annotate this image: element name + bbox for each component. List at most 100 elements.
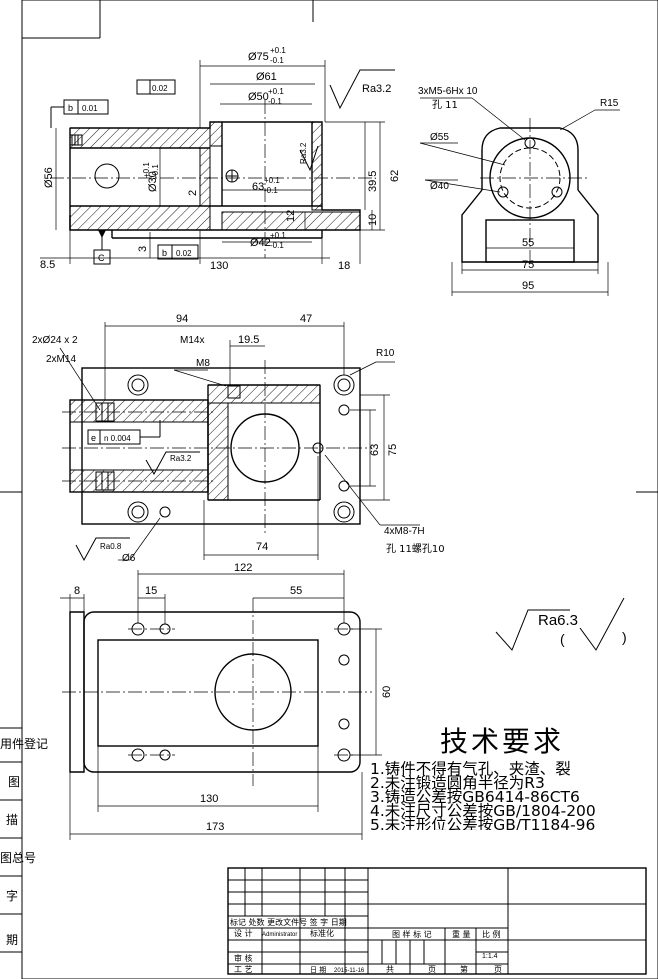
datum-c-label: C [98,253,105,263]
bottom-centre-lines [62,598,372,786]
dim-d63-tol-up: +0.1 [264,176,280,185]
tb-page2: 页 [494,965,502,974]
note-item: 5.未注形位公差按GB/T1184-96 [370,816,596,830]
dim-w130: 130 [210,260,228,272]
tb-scale-label: 比 例 [482,929,501,939]
front-tol-e-value: n 0.004 [104,434,131,443]
side-d40: Ø40 [430,181,449,192]
datum-triangle [98,230,106,238]
side-dimension-lines [419,97,620,296]
dim-d50-tol-up: +0.1 [268,87,284,96]
front-d195: 19.5 [238,334,259,346]
dim-h2: 2 [187,190,199,196]
note-item: 2.未注锻造圆角半径为R3 [370,774,545,792]
tol-b2-ref: b [162,248,167,258]
bottom-d130: 130 [200,793,218,805]
tb-date-label: 日 期 [310,966,326,974]
side-w55: 55 [522,237,534,249]
front-thread2-note: 4xM8-7H [384,526,425,537]
top-side-hole [94,163,239,189]
front-holes-note: 2xØ24 x 2 [32,335,78,346]
ra-inner: Ra3.2 [299,142,308,164]
front-d74: 74 [256,541,268,553]
dim-w18: 18 [338,260,350,272]
top-dimension-lines [40,60,385,264]
bottom-d8: 8 [74,585,80,597]
tb-page1: 页 [428,965,436,974]
surface-paren-close: ) [622,629,627,645]
side-label-5: 期 [6,933,19,947]
surface-finish-symbol [495,597,625,651]
dim-h10: 10 [367,214,379,226]
bottom-d55: 55 [290,585,302,597]
tb-marks: 图 样 标 记 [392,929,432,939]
title-block [227,867,647,975]
note-item: 4.未注尺寸公差按GB/1804-200 [370,802,596,820]
tb-designer: Administrator [262,932,297,938]
bottom-dimension-lines [60,570,382,840]
side-w75: 75 [522,259,534,271]
note-item: 1.铸件不得有气孔、夹渣、裂 [370,760,571,778]
dim-d75-tol-dn: -0.1 [270,56,284,65]
notes-list: 1.铸件不得有气孔、夹渣、裂 2.未注锻造圆角半径为R3 3.铸造公差按GB64… [370,760,596,830]
dim-d30-tol-dn: -0.1 [151,164,160,178]
tb-design: 设 计 [234,928,253,938]
front-section-view: 94 47 2xØ24 x 2 2xM14 M14x M8 19.5 R10 6… [32,313,445,564]
tol-b-ref: b [68,103,73,113]
dim-h62: 62 [389,170,401,182]
inner-roughness-symbol [299,145,319,172]
bottom-d15: 15 [145,585,157,597]
tb-total: 共 [386,965,394,974]
side-label-1: 图 [8,775,21,789]
side-view: 3xM5-6Hx 10 孔 11 R15 Ø55 Ø40 55 75 95 [418,86,620,296]
technical-requirements: 技术要求 1.铸件不得有气孔、夹渣、裂 2.未注锻造圆角半径为R3 3.铸造公差… [370,720,658,830]
side-thread-note: 3xM5-6Hx 10 [418,86,478,97]
note-item: 3.铸造公差按GB6414-86CT6 [370,788,580,806]
side-hole-note: 孔 11 [432,99,458,111]
side-w95: 95 [522,280,534,292]
dim-d56: Ø56 [43,167,55,188]
bottom-plan-view: 8 122 15 55 60 130 173 [60,562,393,840]
top-tolerance-frames [50,79,199,265]
front-h63: 63 [369,444,381,456]
top-hatched-sections [69,121,361,231]
front-dimension-lines [59,322,420,561]
dim-d30-tol-up: +0.1 [142,162,151,178]
side-label-2: 描 [6,813,19,827]
front-tol-e-ref: e [91,433,96,443]
dim-d61: Ø61 [256,71,277,83]
surface-paren-open: ( [560,631,565,647]
dim-d50-tol-dn: -0.1 [268,97,282,106]
dim-w85: 8.5 [40,259,55,271]
bottom-d60: 60 [381,686,393,698]
front-tolerance-frame [87,420,161,445]
side-label-strip [0,727,22,953]
side-label-0: 用件登记 [0,737,49,751]
tb-weight: 重 量 [452,929,471,939]
tol-b-value: 0.01 [82,104,98,113]
tb-row-header: 标记 处数 更改文件号 签 字 日期 [230,917,347,927]
top-left-plug [69,134,83,146]
front-r10: R10 [376,348,395,359]
dim-d50: Ø50 [248,91,269,103]
front-thread-note: 2xM14 [46,354,76,365]
dim-d75: Ø75 [248,51,269,63]
dim-d75-tol-up: +0.1 [270,46,286,55]
tb-standard: 标准化 [310,928,334,938]
tol-flat-value: 0.02 [152,84,168,93]
surface-ra: Ra6.3 [538,612,578,629]
dim-d42: Ø42 [250,237,271,249]
top-section-view: Ø75 +0.1 -0.1 Ø61 Ø50 +0.1 -0.1 63 +0.1 … [40,46,401,272]
front-centre-lines [62,360,372,535]
dim-h395: 39.5 [367,171,379,192]
tb-date: 2015-11-16 [334,968,365,974]
front-ra08: Ra0.8 [100,542,122,551]
tb-sheet-no: 第 [460,964,468,974]
side-d55-circle: Ø55 [430,132,449,143]
front-h75: 75 [387,444,399,456]
dim-d63: 63 [252,181,264,193]
dim-h12: 12 [285,210,297,222]
tb-process: 工 艺 [234,965,253,974]
